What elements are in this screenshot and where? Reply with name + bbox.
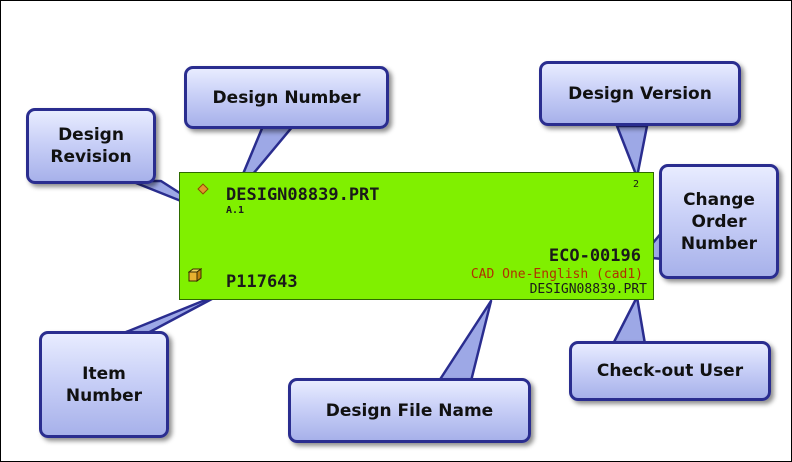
- cube-icon: [188, 268, 202, 282]
- design-revision-text: A.1: [226, 205, 245, 216]
- callout-design-file-name: Design File Name: [288, 378, 531, 443]
- design-file-name-text: DESIGN08839.PRT: [529, 282, 647, 297]
- design-number-text: DESIGN08839.PRT: [226, 185, 380, 205]
- pointer-design-file-name: [437, 299, 493, 383]
- callout-checkout-user: Check-out User: [569, 341, 771, 401]
- pointer-checkout-user: [611, 295, 647, 346]
- pointer-design-version: [615, 124, 649, 179]
- change-order-number-text: ECO-00196: [548, 246, 641, 266]
- item-number-text: P117643: [226, 272, 298, 292]
- callout-design-version: Design Version: [539, 61, 741, 126]
- callout-design-number: Design Number: [184, 66, 389, 129]
- design-card[interactable]: DESIGN08839.PRT A.1 2 ECO-00196 CAD One-…: [179, 172, 654, 300]
- callout-change-order-number: Change Order Number: [659, 164, 779, 279]
- checkout-user-text: CAD One-English (cad1): [470, 267, 643, 282]
- design-version-text: 2: [632, 179, 639, 190]
- callout-design-revision: Design Revision: [26, 108, 156, 184]
- callout-item-number: Item Number: [39, 331, 169, 438]
- diamond-icon: [197, 183, 209, 195]
